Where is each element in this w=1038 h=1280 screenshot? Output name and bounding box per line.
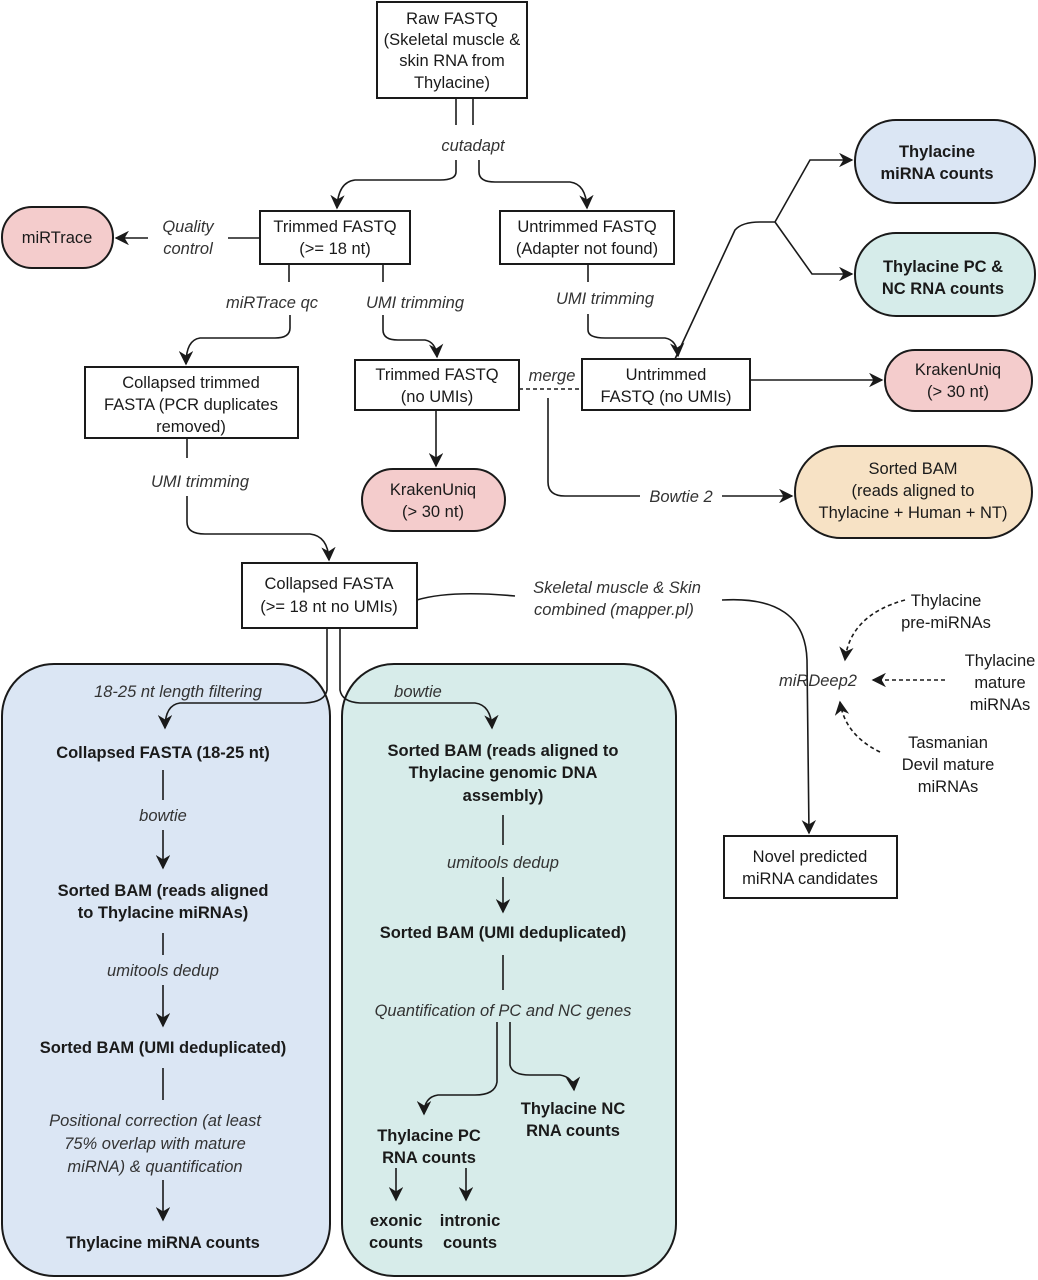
- step-label: umitools dedup: [107, 962, 219, 980]
- node-text: (Skeletal muscle &: [384, 31, 521, 49]
- step-node: counts: [369, 1234, 423, 1252]
- step-node: RNA counts: [382, 1149, 476, 1167]
- edge-label: Bowtie 2: [649, 488, 712, 506]
- input-text: Thylacine: [911, 592, 982, 610]
- node-text: Trimmed FASTQ: [375, 366, 498, 384]
- step-node: Sorted BAM (UMI deduplicated): [380, 924, 627, 942]
- node-text: miRNA counts: [880, 165, 993, 183]
- input-text: miRNAs: [918, 778, 979, 796]
- node-text: (> 30 nt): [402, 503, 464, 521]
- step-label: Positional correction (at least: [49, 1112, 262, 1130]
- input-text: miRNAs: [970, 696, 1031, 714]
- mirna-panel: [1, 663, 331, 1277]
- node-text: (Adapter not found): [516, 240, 658, 258]
- edge-label: control: [163, 240, 214, 258]
- thylacine-mirna-counts-node: Thylacine miRNA counts: [854, 119, 1036, 204]
- step-node: Sorted BAM (reads aligned to: [387, 742, 618, 760]
- node-text: FASTQ (no UMIs): [600, 388, 731, 406]
- mirna-panel-content: 18-25 nt length filtering Collapsed FAST…: [40, 683, 287, 1252]
- genomic-panel-content: bowtie Sorted BAM (reads aligned to Thyl…: [369, 683, 631, 1252]
- step-node: intronic: [440, 1212, 501, 1230]
- step-node: exonic: [370, 1212, 422, 1230]
- step-node: counts: [443, 1234, 497, 1252]
- node-text: Untrimmed: [626, 366, 707, 384]
- trimmed-noumi-node: Trimmed FASTQ (no UMIs): [354, 359, 520, 411]
- edge-label: combined (mapper.pl): [534, 601, 694, 619]
- genomic-panel: [341, 663, 677, 1277]
- node-text: Thylacine: [899, 143, 975, 161]
- node-text: (>= 18 nt no UMIs): [260, 598, 398, 616]
- node-text: Thylacine PC &: [883, 258, 1003, 276]
- step-node: Thylacine miRNA counts: [66, 1234, 260, 1252]
- node-text: Trimmed FASTQ: [273, 218, 396, 236]
- input-text: Thylacine: [965, 652, 1036, 670]
- node-text: Collapsed FASTA: [264, 575, 393, 593]
- node-text: miRNA candidates: [742, 870, 878, 888]
- step-label: 75% overlap with mature: [64, 1135, 246, 1153]
- step-node: Sorted BAM (UMI deduplicated): [40, 1039, 287, 1057]
- node-text: Collapsed trimmed: [122, 374, 260, 392]
- novel-candidates-node: Novel predicted miRNA candidates: [723, 835, 898, 899]
- step-node: Sorted BAM (reads aligned: [58, 882, 269, 900]
- untrimmed-fastq-node: Untrimmed FASTQ (Adapter not found): [499, 210, 675, 265]
- edge-label: Skeletal muscle & Skin: [533, 579, 701, 597]
- node-text: Thylacine + Human + NT): [819, 504, 1008, 522]
- edge-label: cutadapt: [441, 137, 506, 155]
- connectors: [114, 98, 945, 1222]
- node-text: KrakenUniq: [390, 481, 476, 499]
- step-node: Collapsed FASTA (18-25 nt): [56, 744, 270, 762]
- input-text: Devil mature: [902, 756, 995, 774]
- node-text: Thylacine): [414, 74, 490, 92]
- node-text: Novel predicted: [753, 848, 868, 866]
- edge-labels: cutadapt Quality control miRTrace qc UMI…: [151, 137, 713, 619]
- edge-label: UMI trimming: [366, 294, 465, 312]
- mirdeep2-label: miRDeep2: [779, 672, 857, 690]
- step-node: to Thylacine miRNAs): [78, 904, 249, 922]
- input-text: mature: [974, 674, 1025, 692]
- step-label: Quantification of PC and NC genes: [375, 1002, 632, 1020]
- untrimmed-noumi-node: Untrimmed FASTQ (no UMIs): [581, 358, 751, 411]
- mirdeep2-inputs: Thylacine pre-miRNAs Thylacine mature mi…: [779, 592, 1035, 796]
- node-text: NC RNA counts: [882, 280, 1004, 298]
- node-text: KrakenUniq: [915, 361, 1001, 379]
- step-label: bowtie: [394, 683, 442, 701]
- edge-label: UMI trimming: [556, 290, 655, 308]
- krakenuniq-right-node: KrakenUniq (> 30 nt): [884, 349, 1033, 412]
- node-text: Sorted BAM: [869, 460, 958, 478]
- thylacine-pcnc-counts-node: Thylacine PC & NC RNA counts: [854, 232, 1036, 317]
- step-label: miRNA) & quantification: [67, 1158, 242, 1176]
- edge-label: Quality: [162, 218, 215, 236]
- step-node: assembly): [463, 787, 544, 805]
- node-text: FASTA (PCR duplicates: [104, 396, 278, 414]
- krakenuniq-mid-node: KrakenUniq (> 30 nt): [361, 468, 506, 532]
- node-text: skin RNA from: [399, 52, 504, 70]
- node-text: (no UMIs): [401, 388, 473, 406]
- node-text: removed): [156, 418, 226, 436]
- trimmed-fastq-node: Trimmed FASTQ (>= 18 nt): [259, 210, 411, 265]
- node-text: miRTrace: [22, 229, 93, 247]
- edge-label: miRTrace qc: [226, 294, 319, 312]
- edge-label: merge: [529, 367, 576, 385]
- node-text: Untrimmed FASTQ: [517, 218, 657, 236]
- edge-label: UMI trimming: [151, 473, 250, 491]
- node-text: (reads aligned to: [852, 482, 975, 500]
- step-label: bowtie: [139, 807, 187, 825]
- input-text: Tasmanian: [908, 734, 988, 752]
- sorted-bam-all-node: Sorted BAM (reads aligned to Thylacine +…: [794, 445, 1033, 539]
- mirtrace-node: miRTrace: [1, 206, 114, 269]
- step-node: Thylacine genomic DNA: [409, 764, 598, 782]
- step-label: umitools dedup: [447, 854, 559, 872]
- step-node: Thylacine NC: [521, 1100, 626, 1118]
- raw-fastq-node: Raw FASTQ (Skeletal muscle & skin RNA fr…: [376, 1, 528, 99]
- node-text: (> 30 nt): [927, 383, 989, 401]
- step-label: 18-25 nt length filtering: [94, 683, 263, 701]
- step-node: RNA counts: [526, 1122, 620, 1140]
- input-text: pre-miRNAs: [901, 614, 991, 632]
- collapsed-trimmed-node: Collapsed trimmed FASTA (PCR duplicates …: [84, 366, 299, 439]
- collapsed-fasta-node: Collapsed FASTA (>= 18 nt no UMIs): [241, 562, 418, 629]
- step-node: Thylacine PC: [377, 1127, 481, 1145]
- node-text: (>= 18 nt): [299, 240, 371, 258]
- node-text: Raw FASTQ: [406, 10, 498, 28]
